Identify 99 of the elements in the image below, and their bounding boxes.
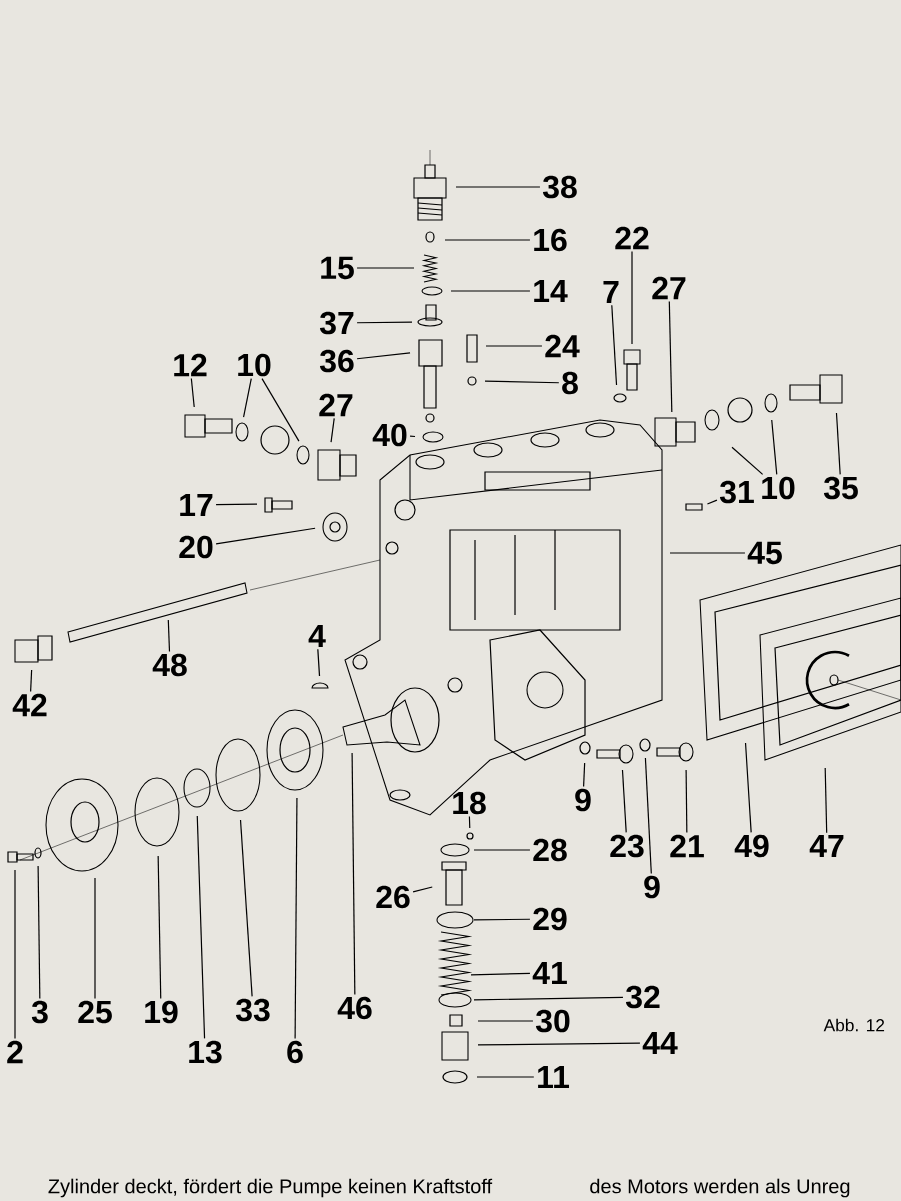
leader-line bbox=[455, 186, 541, 188]
leader-line bbox=[470, 972, 531, 976]
leader-line bbox=[157, 855, 162, 999]
callout-number: 24 bbox=[545, 334, 580, 358]
leader-line bbox=[330, 417, 335, 443]
leader-line bbox=[477, 1020, 534, 1022]
callout-number: 10 bbox=[762, 476, 795, 500]
leader-line bbox=[669, 552, 746, 554]
caption-text: Zylinder deckt, fördert die Pumpe keinen Kraftstoff bbox=[48, 1178, 493, 1198]
callout-number: 31 bbox=[719, 480, 754, 504]
callout-number: 10 bbox=[238, 353, 271, 377]
callout-number: 23 bbox=[610, 834, 644, 858]
leader-line bbox=[468, 816, 471, 829]
callout-number: 21 bbox=[670, 834, 704, 858]
leader-line bbox=[835, 412, 841, 475]
callout-number: 42 bbox=[12, 693, 47, 717]
callout-number: 45 bbox=[747, 541, 782, 565]
callout-number: 2 bbox=[7, 1040, 23, 1064]
leader-line bbox=[412, 886, 433, 893]
leader-line bbox=[611, 304, 618, 386]
callout-number: 7 bbox=[603, 281, 619, 303]
leader-line bbox=[167, 619, 171, 652]
leader-line bbox=[215, 527, 316, 545]
callout-number: 15 bbox=[321, 256, 354, 280]
callout-number: 49 bbox=[734, 834, 769, 858]
leader-line bbox=[239, 819, 253, 997]
leader-line bbox=[351, 752, 356, 995]
callout-number: 47 bbox=[809, 835, 844, 857]
leader-line bbox=[409, 435, 416, 438]
leader-line bbox=[356, 267, 415, 269]
leader-line bbox=[444, 239, 531, 241]
leader-line bbox=[477, 1042, 641, 1046]
callout-number: 46 bbox=[337, 996, 372, 1020]
callout-number: 29 bbox=[533, 907, 567, 931]
leader-line bbox=[685, 769, 688, 834]
callout-number: 12 bbox=[174, 353, 207, 377]
leader-line bbox=[473, 996, 624, 1001]
callout-number: 13 bbox=[189, 1040, 222, 1064]
leader-line bbox=[356, 321, 413, 324]
leader-line bbox=[744, 742, 752, 833]
leader-line bbox=[706, 499, 718, 505]
leader-line bbox=[668, 300, 673, 413]
callout-number: 35 bbox=[823, 476, 858, 500]
caption-text: des Motors werden als Unreg bbox=[590, 1178, 850, 1198]
callout-number: 25 bbox=[78, 1000, 112, 1024]
callout-number: 16 bbox=[534, 228, 567, 252]
leader-line bbox=[242, 378, 252, 418]
callout-number: 28 bbox=[533, 838, 567, 862]
callout-number: 22 bbox=[615, 226, 649, 250]
callout-number: 40 bbox=[372, 423, 407, 447]
leader-line bbox=[631, 250, 633, 345]
leader-line bbox=[484, 380, 560, 384]
leader-line bbox=[215, 503, 258, 506]
leader-line bbox=[644, 757, 652, 874]
leader-line bbox=[473, 849, 531, 851]
callout-number: 32 bbox=[625, 985, 660, 1009]
leader-line bbox=[356, 352, 411, 360]
callout-number: 38 bbox=[542, 175, 577, 199]
callout-number: 41 bbox=[532, 962, 567, 984]
callout-number: 48 bbox=[152, 653, 187, 677]
callout-number: 20 bbox=[179, 535, 213, 559]
leader-line bbox=[771, 419, 778, 475]
leader-line bbox=[485, 345, 543, 347]
callout-number: 18 bbox=[453, 791, 486, 815]
callout-number: 37 bbox=[319, 311, 354, 335]
leader-line bbox=[94, 877, 96, 999]
callout-number: 8 bbox=[562, 371, 578, 395]
caption-text: Abb. 12 bbox=[823, 1018, 885, 1032]
leader-line bbox=[14, 869, 16, 1040]
leader-line bbox=[824, 767, 828, 834]
leader-line bbox=[450, 290, 531, 292]
leader-line bbox=[294, 797, 298, 1039]
leader-line bbox=[473, 918, 531, 921]
callout-number: 19 bbox=[145, 1000, 178, 1024]
callout-number: 27 bbox=[319, 393, 353, 417]
callout-number: 4 bbox=[308, 625, 326, 647]
callout-number: 17 bbox=[180, 494, 213, 516]
leader-line bbox=[621, 769, 627, 833]
callout-number: 11 bbox=[538, 1066, 569, 1088]
callout-number: 30 bbox=[535, 1009, 570, 1033]
callout-number: 44 bbox=[642, 1032, 678, 1054]
leader-line bbox=[196, 815, 206, 1039]
callout-number: 14 bbox=[534, 280, 568, 302]
leader-line bbox=[30, 669, 33, 693]
leader-line bbox=[261, 378, 300, 442]
callout-number: 9 bbox=[644, 875, 660, 899]
leader-line bbox=[37, 865, 41, 999]
leader-line bbox=[317, 648, 321, 677]
leader-line bbox=[583, 762, 586, 787]
callout-number: 33 bbox=[235, 998, 270, 1022]
leader-line bbox=[190, 377, 195, 408]
leader-line bbox=[731, 446, 764, 475]
callout-number: 27 bbox=[652, 276, 686, 300]
callout-number: 3 bbox=[31, 1000, 48, 1024]
callout-number: 9 bbox=[575, 788, 591, 812]
callout-number: 36 bbox=[319, 349, 354, 373]
callout-number: 6 bbox=[287, 1040, 303, 1064]
leader-line bbox=[476, 1076, 535, 1078]
callout-number: 26 bbox=[376, 885, 410, 909]
